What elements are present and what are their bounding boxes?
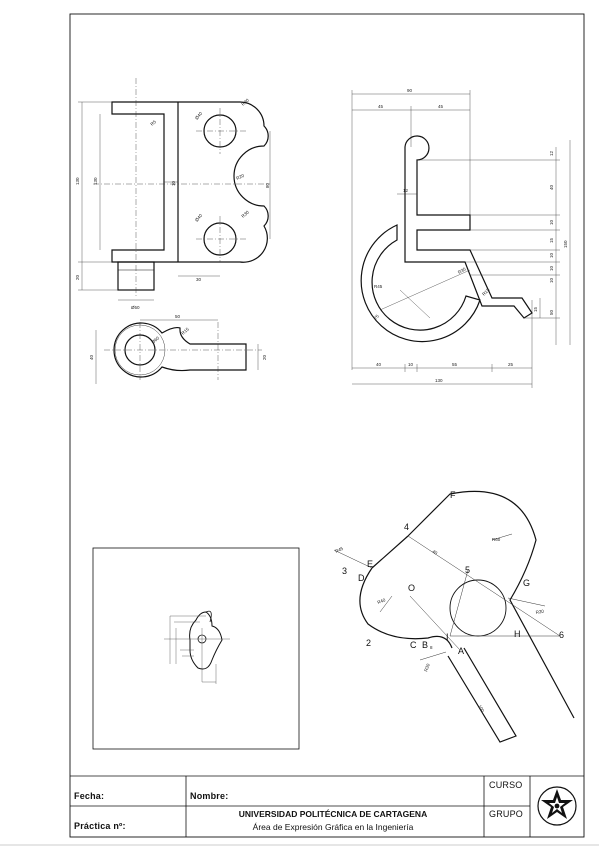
wc-dim-90: 90 [407,88,413,93]
cons-dim-r20: R20 [535,609,544,615]
bracket-top-dims [95,319,259,384]
label-A: A [458,646,464,656]
cons-dim-40: 40 [431,549,438,556]
wc-dim-15: 15 [549,237,554,243]
cons-dim-r45: R45 [334,546,344,554]
construction-drawing [359,490,575,743]
label-2: 2 [366,638,371,648]
practica-label: Práctica nº: [74,821,126,831]
top-dim-20: 20 [262,354,267,360]
label-3: 3 [342,566,347,576]
label-5: 5 [465,565,470,575]
wc-dim-10d: 10 [549,277,554,283]
bracket-top-centerlines [104,322,262,380]
bracket-front-view [111,101,269,291]
wc-dim-b130: 130 [435,378,443,383]
wheelchair-dims [351,90,571,388]
label-F: F [450,490,456,500]
bracket-front-dimensions [78,101,271,301]
label-O: O [408,583,415,593]
wc-dim-r45: R45 [374,284,383,289]
wc-dim-15b: 15 [533,306,538,312]
wheelchair-dim-text: 90 45 45 12 12 40 10 15 10 10 150 10 50 … [373,88,568,383]
top-dim-d60: Ø60 [150,335,160,345]
dim-d40-a: Ø40 [194,111,204,121]
label-E: E [367,559,373,569]
university-name: UNIVERSIDAD POLITÉCNICA DE CARTAGENA [238,809,428,819]
wc-dim-b55: 55 [452,362,458,367]
top-dim-40: 40 [89,354,94,360]
dim-30: 30 [196,277,202,282]
construction-circle [449,579,507,637]
dim-130-inner: 130 [93,177,98,185]
dim-80: 80 [265,182,270,188]
wc-dim-12a: 12 [403,188,409,193]
wc-dim-b25: 25 [508,362,514,367]
dim-d50: Ø50 [131,305,140,310]
wc-dim-b10: 10 [408,362,414,367]
label-G: G [523,578,530,588]
title-block-lines [70,775,584,837]
wheelchair-wheel [360,224,481,343]
wc-dim-r35: R35 [457,266,467,275]
wc-dim-50: 50 [549,309,554,315]
top-dim-r15: R15 [180,326,190,335]
bracket-front-centerlines [93,78,270,296]
wc-dim-45a: 45 [378,104,384,109]
construction-lines [333,533,561,661]
cons-dim-r30: R30 [423,662,431,672]
wc-dim-r15: R15 [481,287,491,297]
university-logo [537,786,577,826]
mini-figure-box [92,547,300,750]
fecha-label: Fecha: [74,791,105,801]
grupo-label: GRUPO [489,809,524,819]
dim-r20: R20 [235,173,245,181]
label-D: D [358,573,365,583]
cons-dim-r60: R60 [492,537,501,542]
label-6: 6 [559,630,564,640]
wc-dim-10c: 10 [549,265,554,271]
dim-r5: R5 [149,119,157,127]
label-H: H [514,629,521,639]
wc-dim-45b: 45 [438,104,444,109]
wc-dim-12b: 12 [549,150,554,156]
label-B: B [422,640,428,650]
cons-dim-r40: R40 [377,597,387,605]
curso-label: CURSO [489,780,523,790]
bracket-front-dim-text: 130 130 20 Ø50 30 80 10 R30 R30 R20 R5 Ø… [75,97,270,310]
wc-dim-75: 75 [373,313,380,320]
nombre-label: Nombre: [190,791,229,801]
cons-dim-100: 100 [477,704,485,713]
sheet-frame [69,13,585,838]
label-I: I [446,632,449,642]
cons-dim-8: 8 [430,645,433,650]
top-dim-50: 50 [175,314,181,319]
wc-dim-10b: 10 [549,252,554,258]
wc-dim-40: 40 [549,184,554,190]
dim-10: 10 [171,180,176,186]
dim-20: 20 [75,274,80,280]
dim-130-outer: 130 [75,177,80,185]
dim-r30-a: R30 [240,97,250,106]
wc-dim-b40: 40 [376,362,382,367]
department-name: Área de Expresión Gráfica en la Ingenier… [252,822,414,832]
dim-d40-b: Ø40 [194,213,204,223]
wc-dim-150: 150 [563,240,568,248]
construction-labels: F 4 E 3 D O 5 G I H 6 2 C B A R60 R45 R4… [334,490,564,713]
dim-r30-b: R30 [240,209,250,218]
label-C: C [410,640,417,650]
wheelchair-symbol [360,135,533,343]
wc-dim-10a: 10 [549,219,554,225]
label-4: 4 [404,522,409,532]
